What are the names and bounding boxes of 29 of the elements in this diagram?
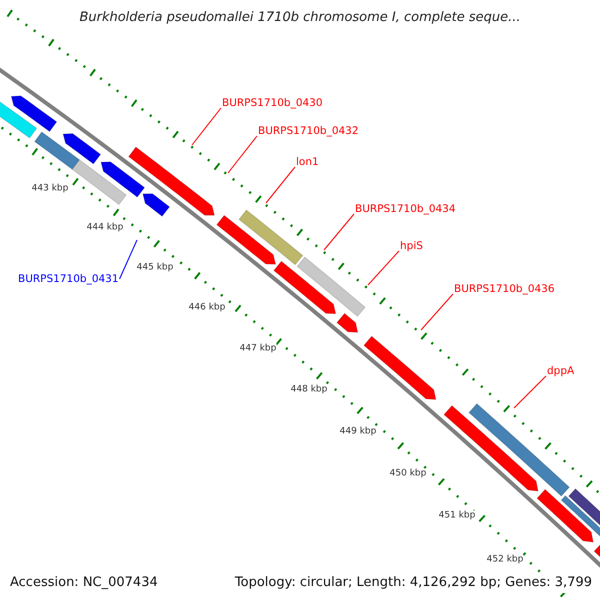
- gene-label: dppA: [547, 364, 574, 378]
- scale-label: 449 kbp: [340, 426, 376, 438]
- gene-label: lon1: [296, 155, 319, 169]
- gene-label: hpiS: [400, 239, 423, 253]
- scale-label: 452 kbp: [486, 554, 524, 566]
- leader-line: [368, 250, 400, 286]
- leader-line: [119, 240, 138, 280]
- scale-label: 447 kbp: [240, 344, 276, 354]
- footer-text: Topology: circular; Length: 4,126,292 bp; Genes: 3,799: [234, 573, 592, 592]
- scale-label: 448 kbp: [290, 384, 328, 396]
- footer-text: Accession: NC_007434: [10, 573, 158, 592]
- scale-label: 450 kbp: [390, 468, 426, 480]
- leader-line: [228, 136, 258, 174]
- gene-label: BURPS1710b_0430: [222, 96, 323, 110]
- gene-label: BURPS1710b_0431: [18, 272, 119, 286]
- title: Burkholderia pseudomallei 1710b chromosome I, complete seque...: [78, 9, 522, 27]
- scale-label: 443 kbp: [32, 184, 68, 194]
- leader-line: [192, 108, 222, 146]
- gene-label: BURPS1710b_0436: [454, 282, 555, 296]
- leader-line: [420, 294, 454, 330]
- gene-label: BURPS1710b_0434: [355, 202, 456, 216]
- scale-label: 444 kbp: [86, 222, 124, 234]
- scale-label: 445 kbp: [136, 262, 174, 274]
- gene-label: BURPS1710b_0432: [258, 124, 359, 138]
- scale-label: 446 kbp: [188, 302, 226, 314]
- scale-label: 451 kbp: [438, 510, 476, 522]
- leader-line: [266, 166, 296, 204]
- leader-line: [324, 214, 354, 250]
- leader-line: [514, 376, 546, 408]
